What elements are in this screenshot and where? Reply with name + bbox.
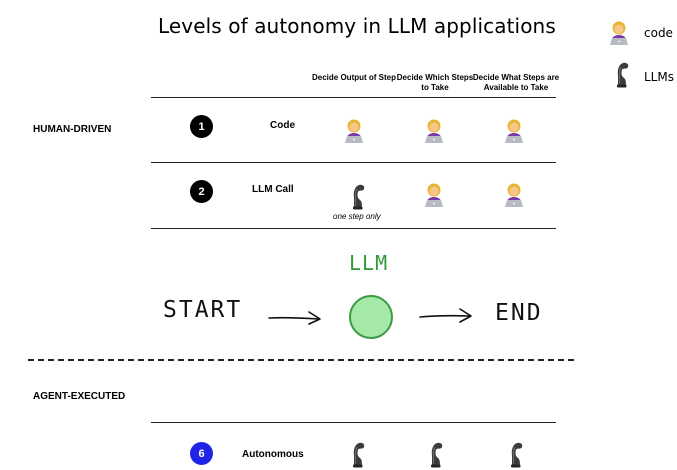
level-badge-1: 1 — [190, 115, 213, 138]
legend-code-label: code — [644, 26, 673, 40]
section-divider — [28, 359, 574, 361]
flexed-arm-icon — [344, 440, 368, 468]
person-at-laptop-icon — [422, 182, 446, 208]
flow-end-label: END — [495, 300, 543, 326]
flexed-arm-icon — [344, 182, 368, 210]
person-at-laptop-icon — [502, 118, 526, 144]
arrow-right-icon — [267, 308, 323, 328]
section-label-human-driven: HUMAN-DRIVEN — [33, 124, 112, 135]
row-label-llm-call: LLM Call — [252, 184, 294, 195]
diagram-title: Levels of autonomy in LLM applications — [158, 14, 556, 38]
table-rule-agent — [151, 422, 556, 423]
flow-llm-node — [349, 295, 393, 339]
column-header-decide-which-steps: Decide Which Steps to Take — [396, 73, 474, 92]
table-rule-middle — [151, 162, 556, 163]
person-at-laptop-icon — [422, 118, 446, 144]
legend-llm-label: LLMs — [644, 70, 674, 84]
column-header-decide-available-steps: Decide What Steps are Available to Take — [472, 73, 560, 92]
table-rule-bottom — [151, 228, 556, 229]
section-label-agent-executed: AGENT-EXECUTED — [33, 391, 126, 402]
flexed-arm-icon — [502, 440, 526, 468]
level-badge-2: 2 — [190, 180, 213, 203]
row-label-code: Code — [270, 120, 295, 131]
note-one-step-only: one step only — [333, 212, 381, 221]
arrow-right-icon — [418, 306, 474, 326]
column-header-decide-output: Decide Output of Step — [312, 73, 396, 82]
person-at-laptop-icon — [607, 20, 631, 46]
table-rule-top — [151, 97, 556, 98]
row-label-autonomous: Autonomous — [242, 449, 304, 460]
flexed-arm-icon — [422, 440, 446, 468]
flexed-arm-icon — [608, 60, 632, 88]
level-badge-6: 6 — [190, 442, 213, 465]
person-at-laptop-icon — [342, 118, 366, 144]
flow-node-label: LLM — [349, 251, 389, 275]
person-at-laptop-icon — [502, 182, 526, 208]
flow-start-label: START — [163, 297, 243, 323]
